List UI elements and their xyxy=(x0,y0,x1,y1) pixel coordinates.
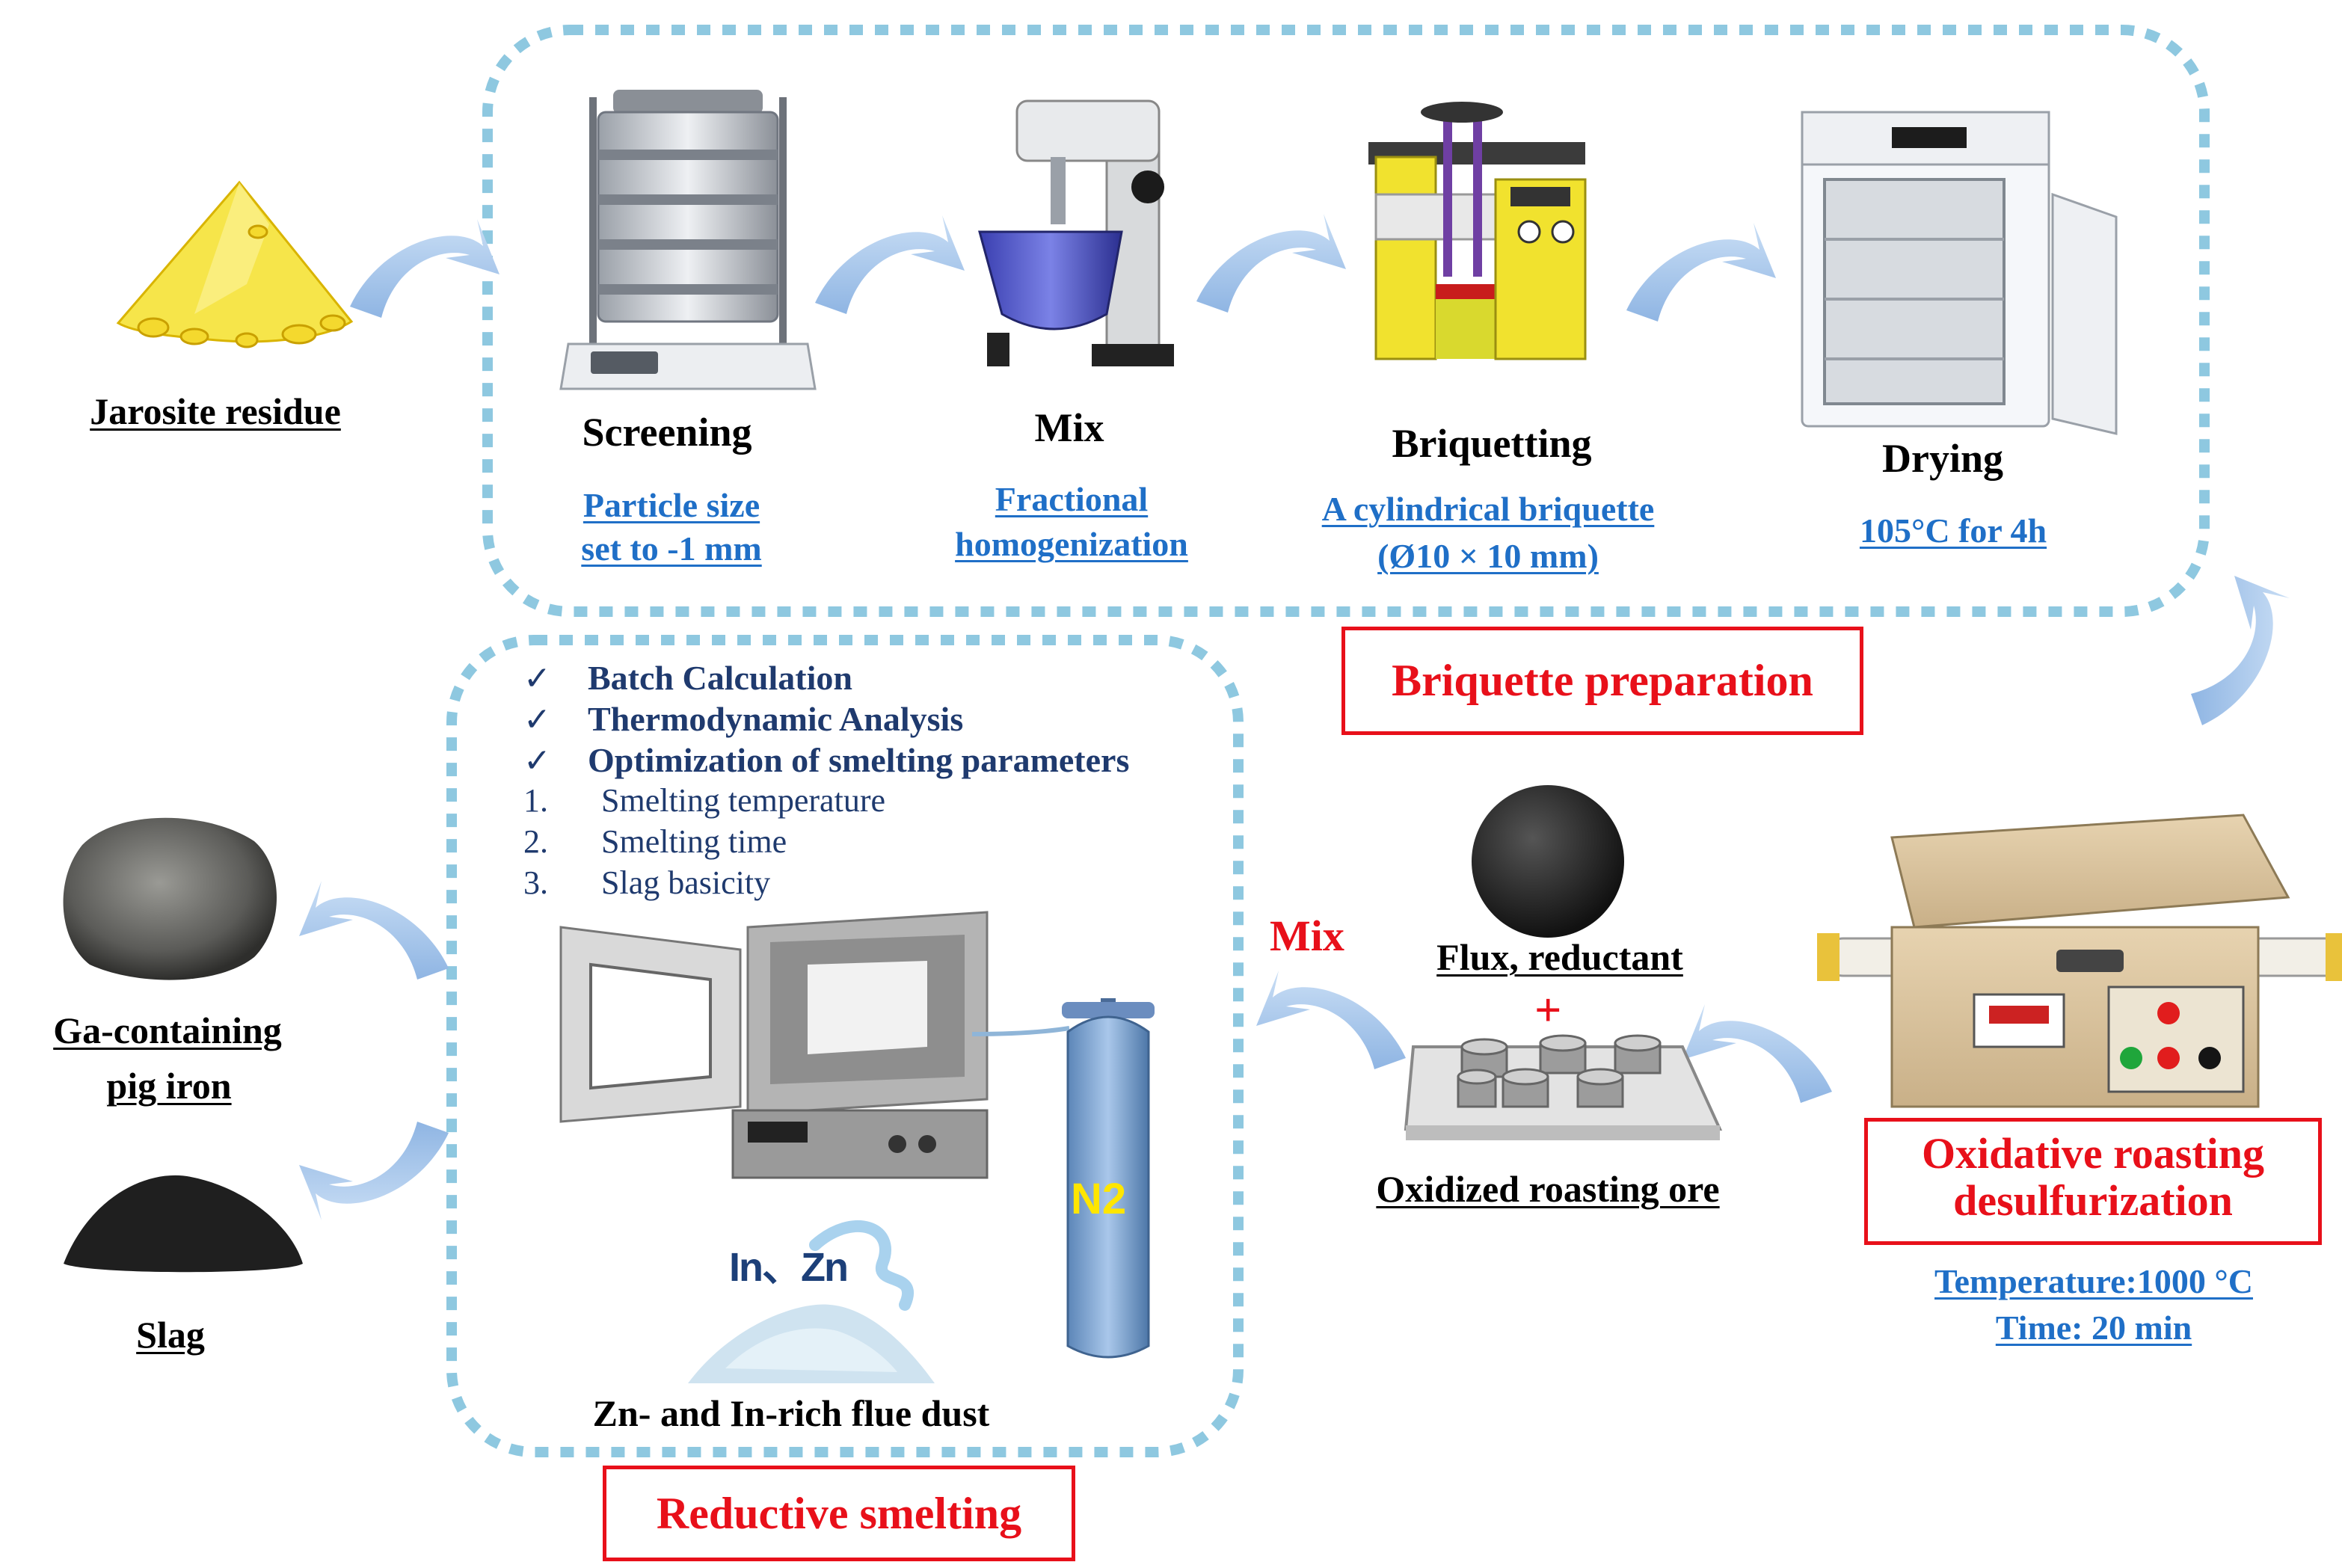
briquette-preparation-label: Briquette preparation xyxy=(1392,656,1813,705)
step-mix-detail-2: homogenization xyxy=(955,525,1188,563)
sieve-shaker-image xyxy=(559,90,817,390)
in-zn-label: In、Zn xyxy=(729,1245,849,1290)
plus-sign: + xyxy=(1534,983,1562,1036)
pig-iron-label-2: pig iron xyxy=(106,1065,232,1107)
parameter-number: 1. xyxy=(523,782,548,819)
jarosite-residue-label: Jarosite residue xyxy=(90,390,341,432)
jarosite-residue-image xyxy=(116,180,354,348)
oxidative-roasting-label-1: Oxidative roasting xyxy=(1921,1129,2265,1178)
parameter-text: Slag basicity xyxy=(601,864,771,901)
mixer-image xyxy=(978,99,1174,366)
briquette-preparation-stage-box: Briquette preparation xyxy=(1341,627,1863,735)
parameter-item: 3. Slag basicity xyxy=(523,864,1129,905)
parameter-item: 1. Smelting temperature xyxy=(523,781,1129,823)
step-mix-detail-1: Fractional xyxy=(995,480,1149,518)
parameter-number: 3. xyxy=(523,864,548,901)
flux-reductant-label: Flux, reductant xyxy=(1436,936,1683,978)
checklist-item-text: Batch Calculation xyxy=(588,659,852,697)
arrow-drying-to-roasting xyxy=(2191,576,2290,725)
pig-iron-image xyxy=(63,817,277,980)
checklist-item-text: Thermodynamic Analysis xyxy=(588,700,964,738)
parameter-text: Smelting time xyxy=(601,823,787,860)
reductive-smelting-stage-box: Reductive smelting xyxy=(603,1466,1075,1561)
n2-cylinder-image xyxy=(1062,998,1155,1359)
reductive-smelting-label: Reductive smelting xyxy=(656,1489,1022,1538)
step-briquetting-title: Briquetting xyxy=(1392,421,1592,466)
checklist-item-text: Optimization of smelting parameters xyxy=(588,741,1130,779)
flue-dust-image xyxy=(688,1220,935,1383)
n2-gas-label: N2 xyxy=(1071,1175,1127,1223)
checklist-item: ✓ Optimization of smelting parameters xyxy=(523,740,1129,781)
oxidative-roasting-stage-box: Oxidative roasting desulfurization xyxy=(1864,1118,2322,1245)
roasting-temperature: Temperature:1000 °C xyxy=(1934,1262,2253,1300)
parameter-number: 2. xyxy=(523,823,548,860)
parameter-item: 2. Smelting time xyxy=(523,823,1129,864)
flue-dust-label: Zn- and In-rich flue dust xyxy=(592,1392,990,1434)
arrow-smelting-to-slag xyxy=(299,1122,449,1220)
step-briquetting-detail-1: A cylindrical briquette xyxy=(1321,490,1655,528)
briquetting-press-image xyxy=(1368,102,1587,360)
step-screening-detail-1: Particle size xyxy=(583,486,760,524)
parameter-text: Smelting temperature xyxy=(601,782,885,819)
checklist-item: ✓ Batch Calculation xyxy=(523,658,1129,699)
check-icon: ✓ xyxy=(523,660,551,698)
muffle-furnace-image xyxy=(559,911,1070,1179)
step-drying-title: Drying xyxy=(1882,436,2003,481)
slag-image xyxy=(64,1175,303,1273)
briquette-prep-border xyxy=(482,25,2210,617)
drying-oven-image xyxy=(1801,111,2118,435)
arrow-screening-to-mix xyxy=(815,215,965,314)
roasted-briquette-tray-image xyxy=(1404,1034,1723,1140)
arrow-briquetting-to-drying xyxy=(1626,223,1776,322)
arrow-residue-to-screening xyxy=(350,219,500,318)
oxidative-roasting-label-2: desulfurization xyxy=(1953,1175,2233,1225)
slag-label: Slag xyxy=(136,1314,205,1356)
check-icon: ✓ xyxy=(523,701,551,739)
smelting-checklist: ✓ Batch Calculation ✓ Thermodynamic Anal… xyxy=(523,658,1129,905)
checklist-item: ✓ Thermodynamic Analysis xyxy=(523,699,1129,740)
pig-iron-label-1: Ga-containing xyxy=(53,1009,282,1051)
mix-arrow-label: Mix xyxy=(1270,911,1344,960)
step-briquetting-detail-2: (Ø10 × 10 mm) xyxy=(1377,537,1599,575)
oxidized-roasting-ore-label: Oxidized roasting ore xyxy=(1376,1168,1720,1210)
step-screening-detail-2: set to -1 mm xyxy=(581,529,762,568)
flux-reductant-image xyxy=(1472,785,1624,938)
reductive-smelting-border xyxy=(446,635,1244,1457)
arrow-roasting-to-ore xyxy=(1682,1004,1832,1103)
tube-furnace-image xyxy=(1817,814,2342,1108)
check-icon: ✓ xyxy=(523,742,551,780)
step-drying-detail-1: 105°C for 4h xyxy=(1859,511,2047,550)
arrow-ore-to-smelting xyxy=(1256,971,1406,1069)
arrow-mix-to-briquetting xyxy=(1196,214,1346,313)
step-mix-title: Mix xyxy=(1034,405,1104,450)
roasting-time: Time: 20 min xyxy=(1995,1309,2192,1347)
arrow-smelting-to-pig-iron xyxy=(299,881,449,980)
step-screening-title: Screening xyxy=(582,410,752,455)
